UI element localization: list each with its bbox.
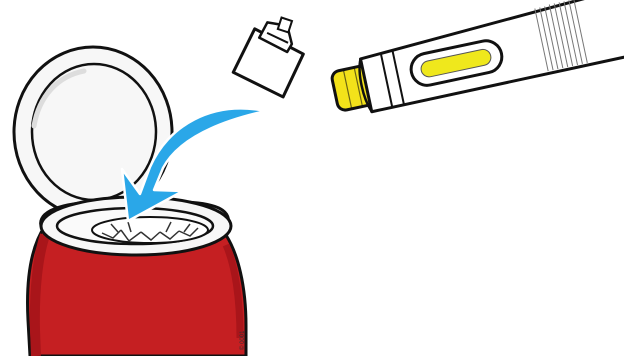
- sharps-container-icon: © 0001: [28, 197, 246, 356]
- pen-injector-icon: [326, 0, 624, 118]
- credit-text: © 0001: [239, 330, 246, 350]
- needle-cap-icon: [231, 9, 312, 99]
